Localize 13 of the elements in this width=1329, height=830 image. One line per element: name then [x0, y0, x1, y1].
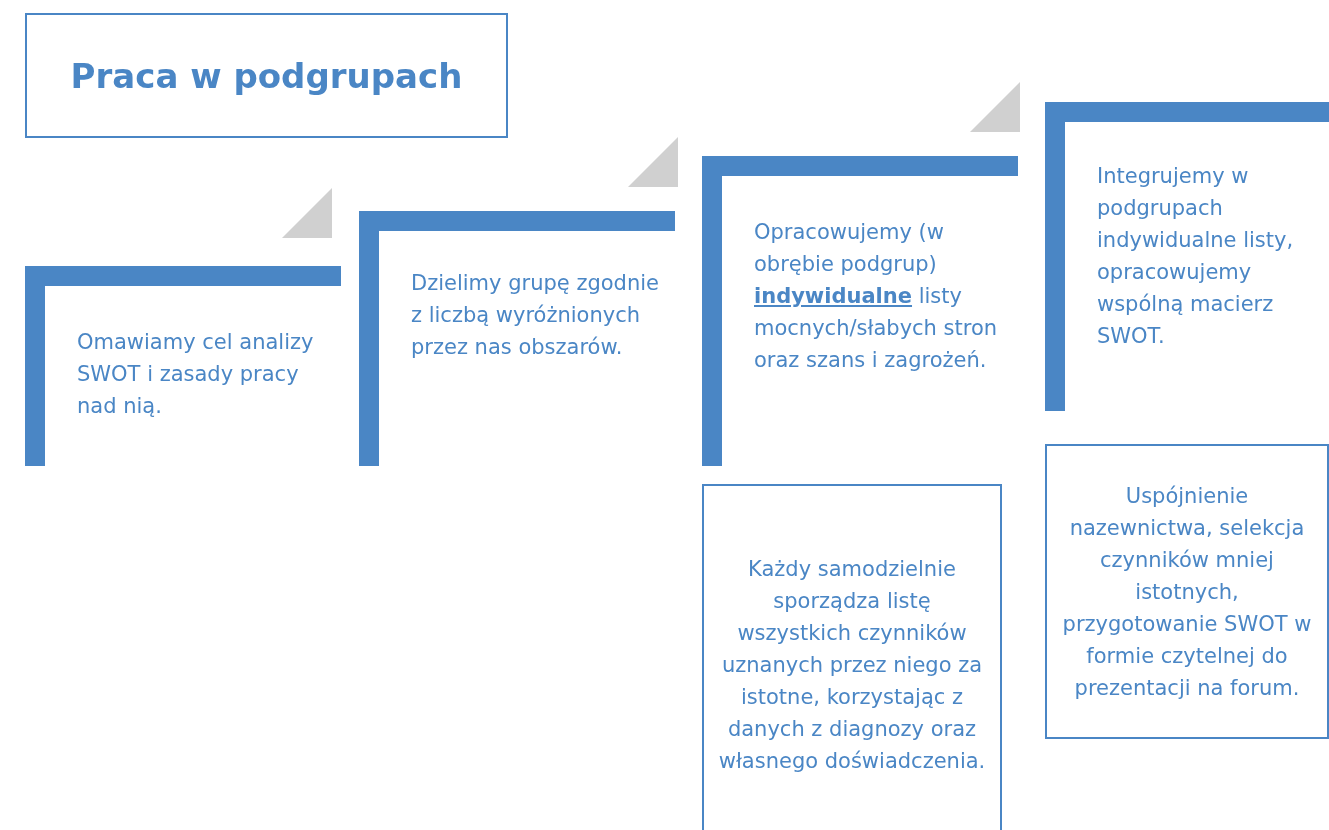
title: Praca w podgrupach: [70, 55, 463, 96]
step-text: Każdy samodzielnie sporządza listę wszystkich czynników uznanych przez niego za istotne, korzystając z danych z diagnozy oraz własnego doświadczenia.: [717, 556, 987, 775]
step-text: Integrujemy w podgrupach indywidualne listy, opracowujemy wspólną macierz SWOT.: [1097, 163, 1295, 350]
step-bracket: [25, 266, 341, 466]
note-box: [1045, 444, 1329, 739]
step-text: Uspójnienie nazewnictwa, selekcja czynników mniej istotnych, przygotowanie SWOT w formie czytelnej do prezentacji na forum.: [1061, 482, 1313, 702]
step-text: Opracowujemy (w obrębie podgrup) indywidualne listy mocnych/słabych stron oraz szans i zagrożeń.: [754, 219, 999, 374]
step-bracket: [1045, 102, 1329, 411]
step-bracket: [359, 211, 675, 466]
note-box: [702, 484, 1002, 830]
step-bracket: [702, 156, 1018, 466]
step-text: Dzielimy grupę zgodnie z liczbą wyróżnionych przez nas obszarów.: [411, 270, 660, 361]
step-text: Omawiamy cel analizy SWOT i zasady pracy nad nią.: [77, 329, 315, 420]
